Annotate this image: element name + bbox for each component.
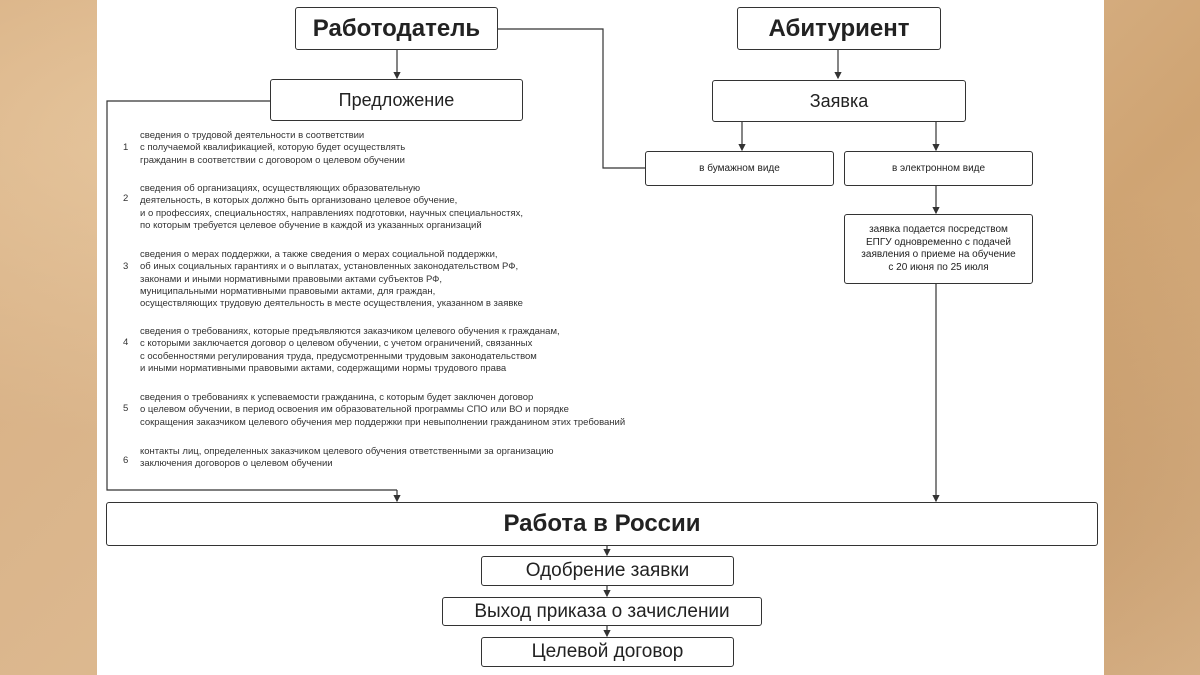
contract-step-label: Целевой договор — [531, 641, 684, 662]
electronic-form-label: в электронном виде — [891, 163, 986, 174]
offer-item-text: сведения о требованиях к успеваемости гр… — [140, 392, 626, 428]
offer-item-number: 1 — [123, 142, 129, 153]
applicant-box: Абитуриент — [737, 7, 941, 50]
approval-step-label: Одобрение заявки — [525, 560, 690, 581]
offer-item-number: 4 — [123, 337, 129, 348]
enrollment-order-step-label: Выход приказа о зачислении — [474, 600, 730, 622]
electronic-form-box: в электронном виде — [844, 151, 1033, 186]
offer-item-number: 2 — [123, 193, 129, 204]
approval-step-box: Одобрение заявки — [481, 556, 734, 586]
offer-item-text: контакты лиц, определенных заказчиком це… — [140, 446, 554, 470]
applicant-title: Абитуриент — [768, 14, 910, 42]
electronic-note-box: заявка подается посредством ЕПГУ одновре… — [844, 214, 1033, 284]
offer-box: Предложение — [270, 79, 523, 121]
offer-item-text: сведения о требованиях, которые предъявл… — [140, 326, 560, 374]
platform-title: Работа в России — [503, 510, 701, 537]
offer-item-number: 3 — [123, 261, 129, 272]
employer-box: Работодатель — [295, 7, 498, 50]
paper-form-box: в бумажном виде — [645, 151, 834, 186]
enrollment-order-step-box: Выход приказа о зачислении — [442, 597, 762, 626]
employer-to-paper-connector — [497, 28, 645, 169]
employer-title: Работодатель — [312, 14, 481, 42]
offer-item-number: 5 — [123, 403, 129, 414]
offer-item-text: сведения о мерах поддержки, а также свед… — [140, 249, 523, 310]
contract-step-box: Целевой договор — [481, 637, 734, 667]
application-box: Заявка — [712, 80, 966, 122]
offer-item-number: 6 — [123, 455, 129, 466]
offer-title: Предложение — [338, 89, 455, 110]
offer-list-bracket — [106, 100, 397, 491]
offer-item-text: сведения о трудовой деятельности в соотв… — [140, 130, 406, 166]
application-title: Заявка — [809, 90, 869, 111]
electronic-note-text: заявка подается посредством ЕПГУ одновре… — [861, 224, 1016, 273]
platform-box: Работа в России — [106, 502, 1098, 546]
offer-item-text: сведения об организациях, осуществляющих… — [140, 183, 524, 231]
paper-form-label: в бумажном виде — [699, 163, 780, 174]
